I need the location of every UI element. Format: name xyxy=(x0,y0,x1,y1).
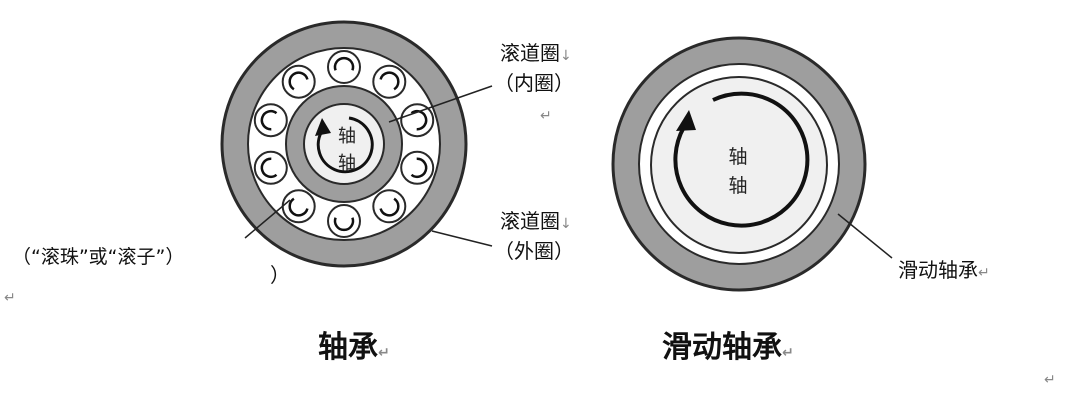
shaft-label-bottom: 轴 xyxy=(728,175,747,197)
rolling-elements xyxy=(253,50,435,238)
rotation-arrow xyxy=(673,91,810,228)
rolling-ball xyxy=(327,204,361,238)
rolling-element-label: （“滚珠”或“滚子”） xyxy=(12,246,185,268)
sliding-bearing-title: 滑动轴承↵ xyxy=(662,330,794,371)
stray-paren: ） xyxy=(270,263,290,287)
rolling-ball xyxy=(372,64,407,99)
rotation-arrowhead xyxy=(315,118,331,136)
sliding-bearing-title-text: 滑动轴承 xyxy=(662,330,782,365)
rolling-ball xyxy=(327,50,361,84)
ball-spin-arc xyxy=(410,157,428,178)
ball-spin-arc xyxy=(333,56,355,71)
sliding-bearing-label-text: 滑动轴承 xyxy=(898,258,978,282)
outer-race-leader xyxy=(431,230,493,247)
ball-spin-arc xyxy=(260,110,278,131)
outer-race-label-text: 滚道圈 xyxy=(500,209,560,233)
sliding-bearing-label: 滑动轴承↵ xyxy=(898,257,990,286)
shaft-label-top: 轴 xyxy=(728,146,747,168)
rotation-arrow xyxy=(316,116,374,174)
rolling-element-leader xyxy=(244,199,291,239)
down-arrow-mark: ↓ xyxy=(560,48,572,64)
sliding-bearing-leader xyxy=(837,213,893,259)
return-mark-inner: ↵ xyxy=(540,108,552,124)
rolling-ball xyxy=(372,189,407,224)
shaft-label-bottom: 轴 xyxy=(338,153,356,174)
return-mark-left-edge: ↵ xyxy=(4,290,16,306)
down-arrow-mark: ↓ xyxy=(560,216,572,232)
return-mark: ↵ xyxy=(378,345,390,361)
inner-race-label-line2: （内圈） xyxy=(494,71,574,95)
rolling-ball xyxy=(253,103,288,138)
shaft-label-top: 轴 xyxy=(338,126,356,147)
return-mark: ↵ xyxy=(782,345,794,361)
inner-race-label-text: 滚道圈 xyxy=(500,41,560,65)
outer-race-label-line2: （外圈） xyxy=(494,239,574,263)
ball-spin-arc xyxy=(288,197,309,217)
rolling-ball xyxy=(400,103,435,138)
inner-race-label-line1: 滚道圈↓ xyxy=(500,40,572,69)
rolling-bearing-diagram: 轴 轴 xyxy=(220,20,493,268)
sliding-bearing-diagram: 轴 轴 xyxy=(611,36,893,292)
rolling-bearing-title-text: 轴承 xyxy=(318,330,378,365)
rotation-arrowhead xyxy=(676,110,696,131)
return-mark: ↵ xyxy=(978,265,990,281)
inner-race-leader xyxy=(388,85,493,123)
ball-spin-arc xyxy=(260,157,278,178)
rolling-ball xyxy=(281,189,316,224)
ball-spin-arc xyxy=(288,71,309,91)
rolling-ball xyxy=(281,64,316,99)
ball-spin-arc xyxy=(333,217,355,232)
rolling-bearing-title: 轴承↵ xyxy=(318,330,390,371)
ball-spin-arc xyxy=(379,197,400,217)
outer-race-label-line1: 滚道圈↓ xyxy=(500,208,572,237)
return-mark-bottom-right: ↵ xyxy=(1044,372,1056,388)
rolling-ball xyxy=(253,150,288,185)
ball-spin-arc xyxy=(410,110,428,131)
rolling-ball xyxy=(400,150,435,185)
ball-spin-arc xyxy=(379,71,400,91)
